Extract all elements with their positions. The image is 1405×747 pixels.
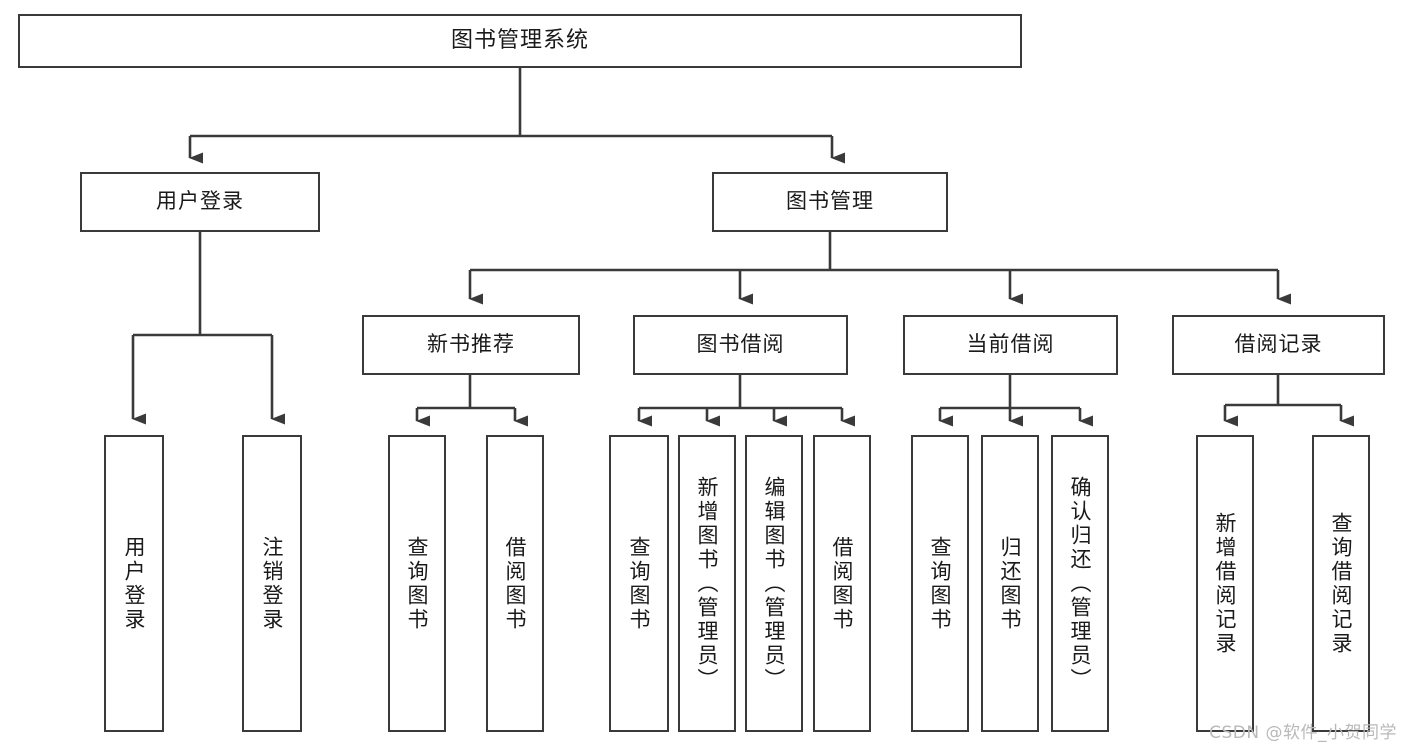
node-label: 新书推荐 [427,332,515,357]
leaf-add-record[interactable]: 新增借阅记录 [1196,435,1254,732]
node-label: 归还图书 [998,535,1023,632]
leaf-edit-book[interactable]: 编辑图书（管理员） [745,435,803,732]
node-label: 确认归还（管理员） [1068,475,1093,692]
node-label: 借阅记录 [1234,332,1323,357]
leaf-borrow-book-1[interactable]: 借阅图书 [486,435,544,732]
node-label: 借阅图书 [830,535,855,632]
leaf-user-login[interactable]: 用户登录 [104,435,164,732]
node-label: 编辑图书（管理员） [762,475,787,692]
node-label: 查询借阅记录 [1329,511,1354,656]
node-label: 图书管理 [786,189,874,214]
leaf-confirm-return[interactable]: 确认归还（管理员） [1051,435,1109,732]
leaf-borrow-book-2[interactable]: 借阅图书 [813,435,871,732]
leaf-query-record[interactable]: 查询借阅记录 [1312,435,1370,732]
leaf-query-book-1[interactable]: 查询图书 [388,435,446,732]
node-label: 借阅图书 [503,535,528,632]
node-borrow-record[interactable]: 借阅记录 [1172,315,1385,375]
node-label: 查询图书 [627,535,652,632]
node-root[interactable]: 图书管理系统 [18,14,1022,68]
node-book-manage[interactable]: 图书管理 [712,172,948,232]
node-label: 图书借阅 [696,332,785,357]
node-book-borrow[interactable]: 图书借阅 [633,315,848,375]
leaf-return-book[interactable]: 归还图书 [981,435,1039,732]
node-label: 用户登录 [122,535,147,632]
node-label: 查询图书 [405,535,430,632]
node-label: 图书管理系统 [450,27,589,53]
node-label: 查询图书 [928,535,953,632]
node-label: 新增借阅记录 [1213,511,1238,656]
node-user-login[interactable]: 用户登录 [80,172,320,232]
node-label: 新增图书（管理员） [695,475,720,692]
leaf-add-book[interactable]: 新增图书（管理员） [678,435,736,732]
node-label: 当前借阅 [966,332,1055,357]
node-label: 用户登录 [156,189,244,214]
leaf-logout-login[interactable]: 注销登录 [242,435,302,732]
node-new-book-rec[interactable]: 新书推荐 [362,315,580,375]
leaf-query-book-2[interactable]: 查询图书 [609,435,669,732]
leaf-query-book-3[interactable]: 查询图书 [911,435,969,732]
csdn-watermark: CSDN @软件_小贺同学 [1209,723,1397,743]
node-current-borrow[interactable]: 当前借阅 [903,315,1118,375]
node-label: 注销登录 [260,535,285,632]
